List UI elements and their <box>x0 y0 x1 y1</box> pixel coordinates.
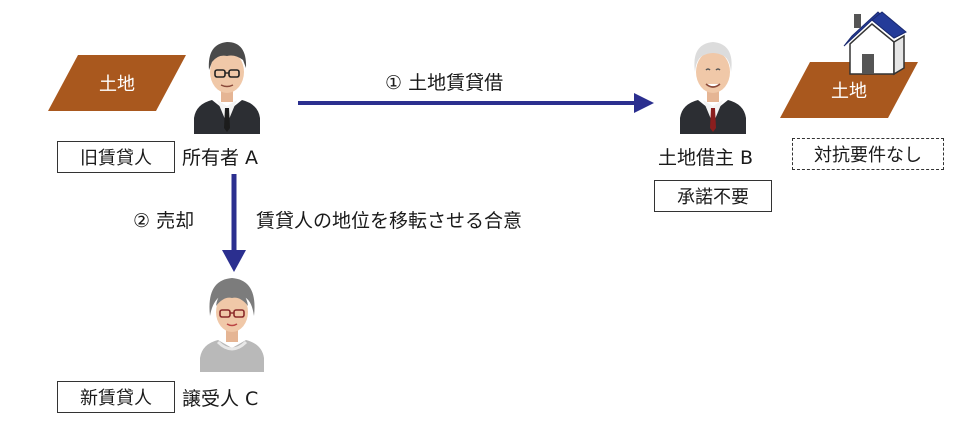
old-lessor-label: 旧賃貸人 <box>80 148 152 169</box>
land-parcel-left: 土地 <box>48 55 186 111</box>
new-lessor-box: 新賃貸人 <box>57 381 175 413</box>
land-label: 土地 <box>99 74 135 95</box>
owner-a-icon <box>194 42 260 134</box>
sale-arrow <box>222 174 246 272</box>
land-shape <box>780 62 918 118</box>
lessee-b-icon <box>680 42 746 134</box>
transferee-c-icon <box>200 278 264 372</box>
house-icon <box>843 11 907 76</box>
owner-a-name: 所有者 A <box>182 147 259 169</box>
lessee-b-name: 土地借主 B <box>658 147 754 169</box>
transferee-c-name: 譲受人 C <box>182 388 259 410</box>
sale-arrow-label: ② 売却 <box>133 210 195 232</box>
land-shape <box>48 55 186 111</box>
land-label: 土地 <box>831 81 867 102</box>
lease-arrow <box>298 93 654 113</box>
land-parcel-right: 土地 <box>780 62 918 118</box>
lease-arrow-label: ① 土地賃貸借 <box>385 72 504 94</box>
old-lessor-box: 旧賃貸人 <box>57 141 175 173</box>
sale-agreement-text: 賃貸人の地位を移転させる合意 <box>256 210 523 232</box>
new-lessor-label: 新賃貸人 <box>80 388 152 409</box>
consent-not-required-label: 承諾不要 <box>677 187 749 208</box>
no-opposability-label: 対抗要件なし <box>814 145 922 166</box>
no-opposability-box: 対抗要件なし <box>792 138 944 170</box>
consent-not-required-box: 承諾不要 <box>654 180 772 212</box>
